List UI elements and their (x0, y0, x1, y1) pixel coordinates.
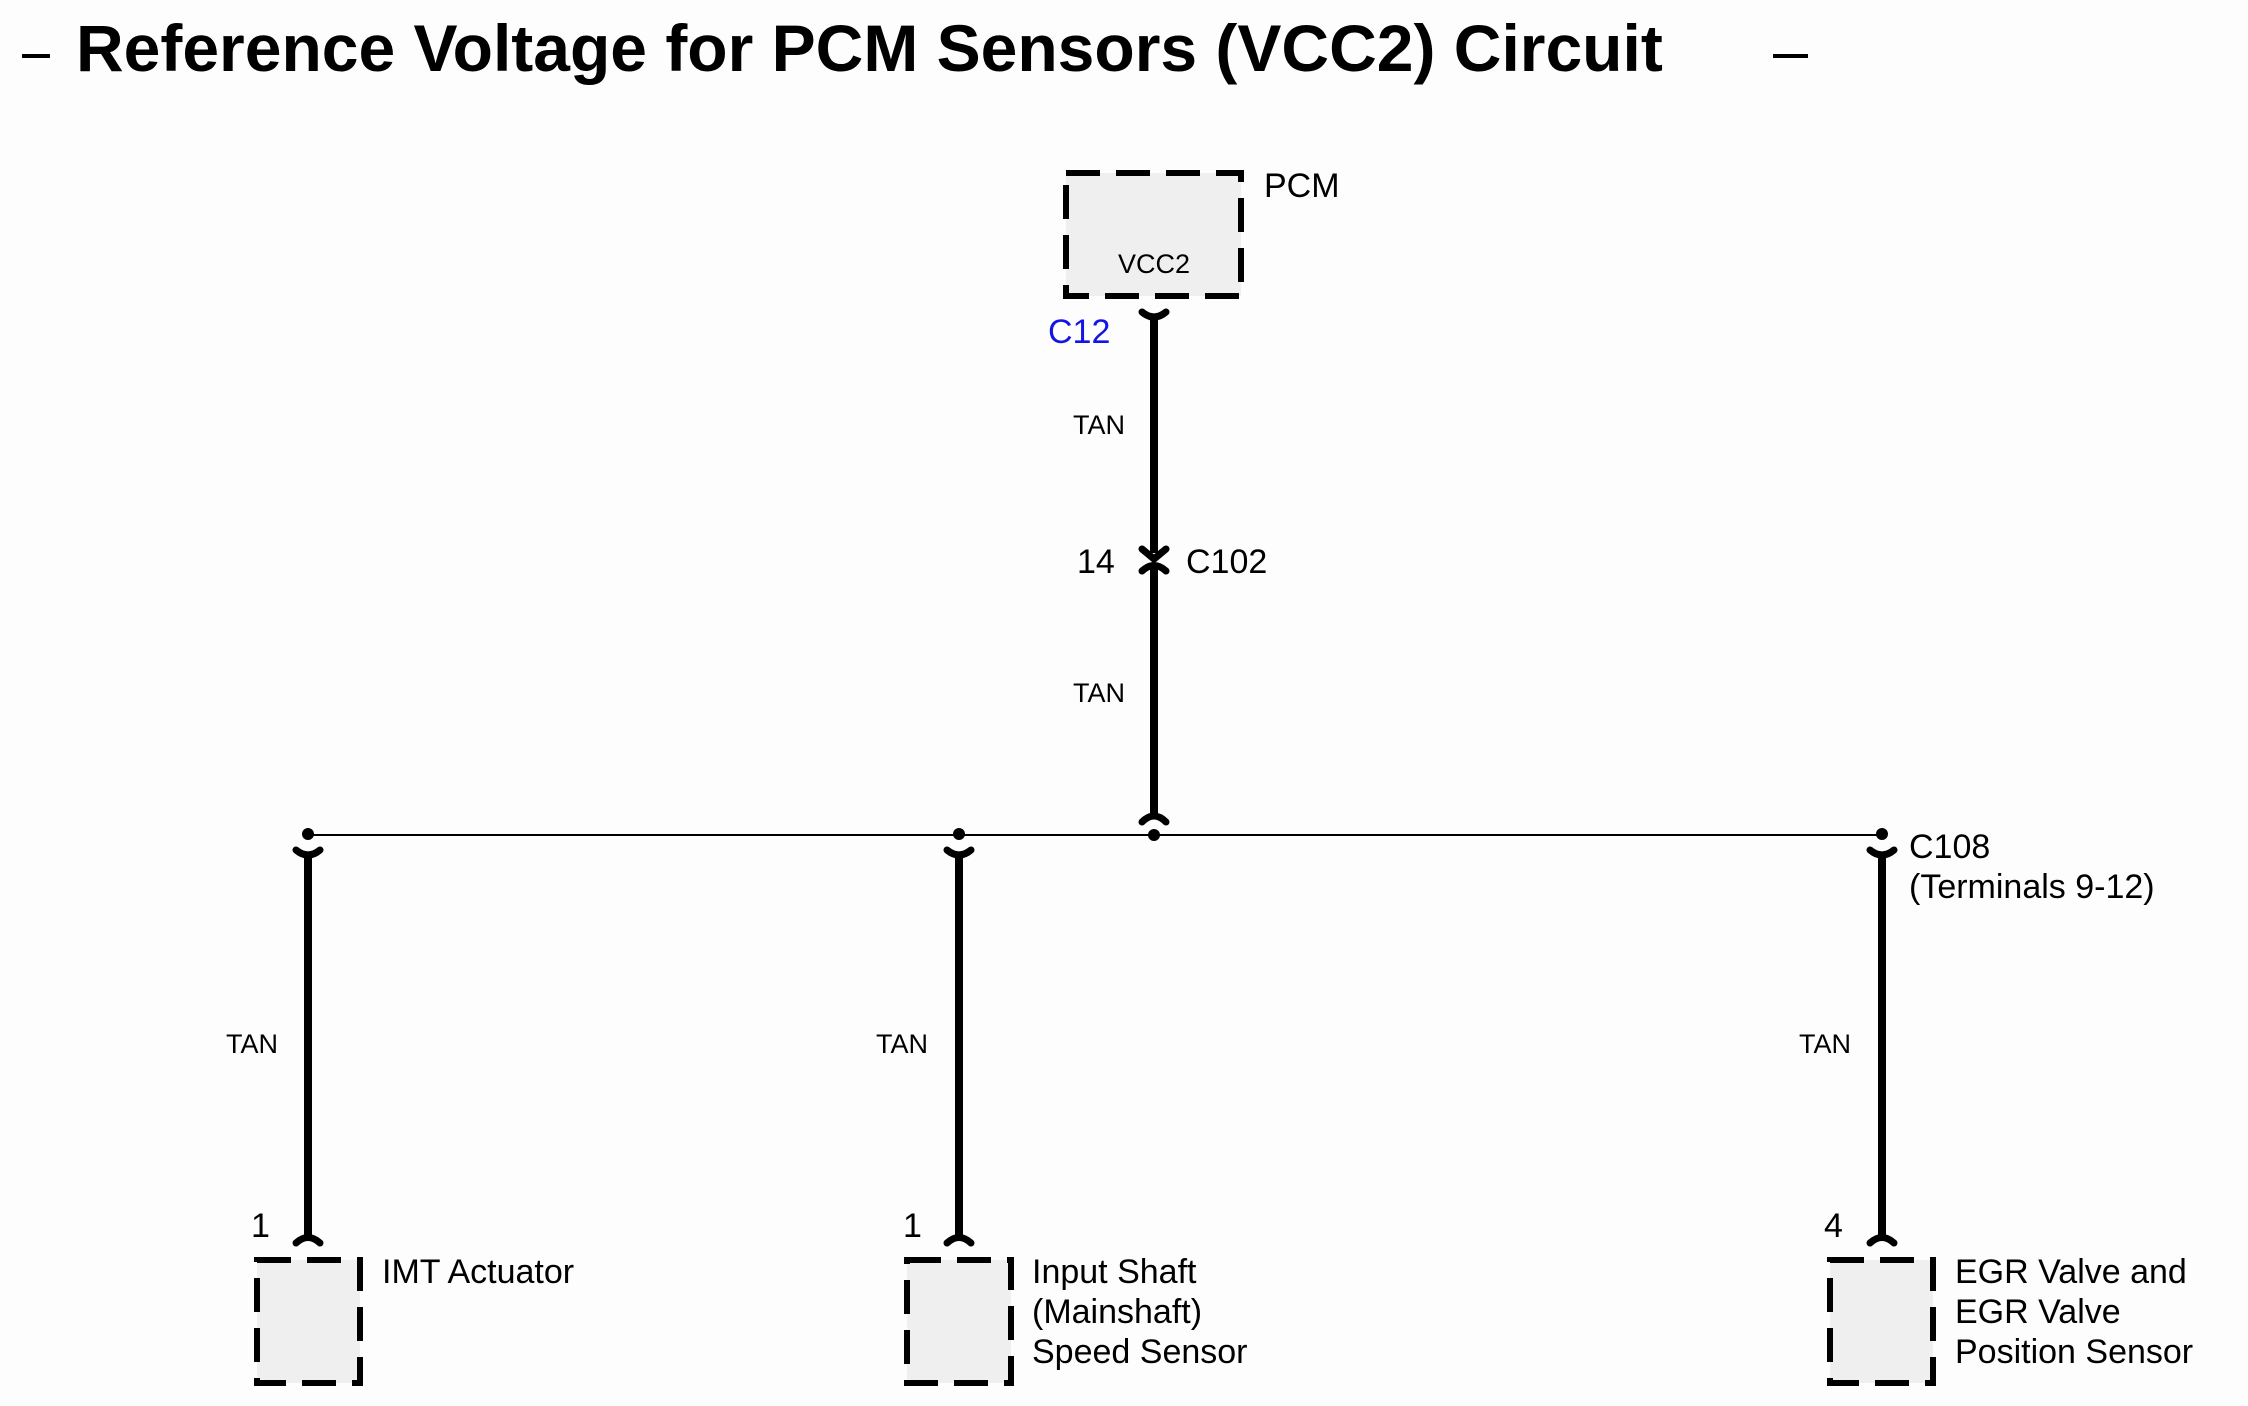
connector-c108-terminals: (Terminals 9-12) (1909, 868, 2155, 906)
branch-iss-top-connector (943, 846, 975, 859)
connector-c108[interactable]: C108 (Terminals 9-12) (1909, 828, 2155, 906)
pcm-module[interactable]: VCC2 PCM (1063, 167, 1340, 299)
branch-egr-wire-color: TAN (1799, 1029, 1851, 1059)
pcm-box[interactable] (1063, 170, 1244, 299)
connector-c12[interactable]: C12 (1048, 308, 1170, 351)
egr-valve-label-line3: Position Sensor (1955, 1333, 2193, 1371)
imt-actuator-label: IMT Actuator (382, 1253, 574, 1291)
connector-c102-male (1138, 545, 1170, 563)
egr-valve-label-line1: EGR Valve and (1955, 1253, 2187, 1291)
pcm-label: PCM (1264, 167, 1340, 205)
branch-egr-top-connector (1866, 846, 1898, 859)
trunk-wire-lower-color: TAN (1073, 678, 1125, 708)
branch-input-shaft-sensor[interactable]: TAN 1 Input Shaft (Mainshaft) Speed Sens… (876, 846, 1248, 1386)
input-shaft-sensor-label-line3: Speed Sensor (1032, 1333, 1248, 1371)
egr-valve-box[interactable] (1827, 1257, 1936, 1386)
connector-c108-label: C108 (1909, 828, 1990, 866)
trunk-wire-upper-color: TAN (1073, 410, 1125, 440)
egr-valve-label: EGR Valve and EGR Valve Position Sensor (1955, 1253, 2196, 1371)
input-shaft-sensor-label-line2: (Mainshaft) (1032, 1293, 1202, 1331)
branch-imt-wire-color: TAN (226, 1029, 278, 1059)
connector-c102-pin: 14 (1077, 543, 1115, 581)
splice-dot-trunk (1148, 829, 1160, 841)
connector-c12-symbol (1138, 308, 1170, 321)
branch-imt-pin: 1 (251, 1207, 270, 1245)
imt-actuator-label-line: IMT Actuator (382, 1253, 574, 1291)
diagram-title: Reference Voltage for PCM Sensors (VCC2)… (76, 11, 1663, 85)
splice-dot-middle (953, 828, 965, 840)
branch-imt-top-connector (292, 846, 324, 859)
branch-imt-actuator[interactable]: TAN 1 IMT Actuator (226, 846, 574, 1386)
branch-iss-pin: 1 (903, 1207, 922, 1245)
branch-egr-bottom-connector (1866, 1234, 1898, 1247)
imt-actuator-box[interactable] (254, 1257, 363, 1386)
splice-dot-left (302, 828, 314, 840)
splice-dot-right (1876, 828, 1888, 840)
connector-c102-female (1138, 562, 1170, 575)
branch-iss-wire-color: TAN (876, 1029, 928, 1059)
input-shaft-sensor-label: Input Shaft (Mainshaft) Speed Sensor (1032, 1253, 1248, 1371)
input-shaft-sensor-label-line1: Input Shaft (1032, 1253, 1197, 1291)
branch-egr-pin: 4 (1824, 1207, 1843, 1245)
connector-c102[interactable]: 14 C102 (1077, 543, 1267, 581)
trunk-end-connector (1138, 812, 1170, 826)
connector-c102-label: C102 (1186, 543, 1267, 581)
branch-imt-bottom-connector (292, 1234, 324, 1247)
branch-iss-bottom-connector (943, 1234, 975, 1247)
egr-valve-label-line2: EGR Valve (1955, 1293, 2121, 1331)
connector-c12-label[interactable]: C12 (1048, 313, 1110, 351)
input-shaft-sensor-box[interactable] (904, 1257, 1014, 1386)
branch-egr-valve[interactable]: TAN 4 EGR Valve and EGR Valve Position S… (1799, 846, 2196, 1386)
pcm-pin-function: VCC2 (1118, 249, 1190, 279)
